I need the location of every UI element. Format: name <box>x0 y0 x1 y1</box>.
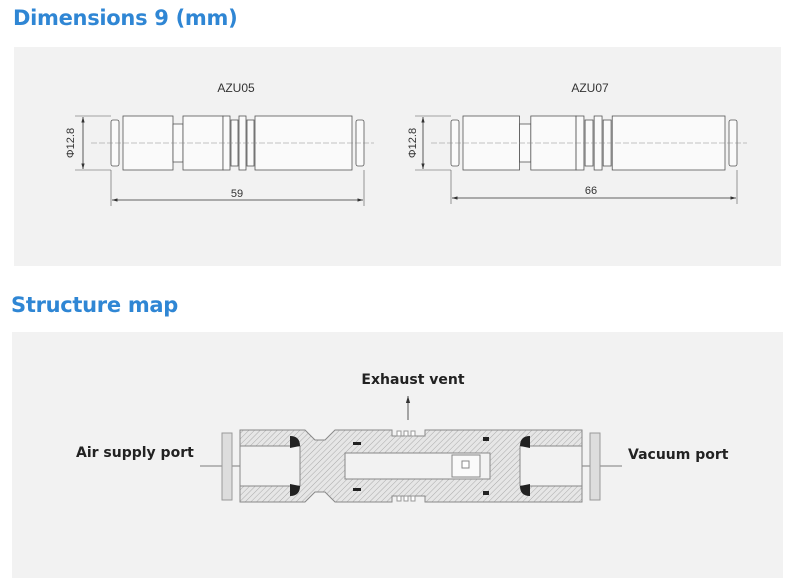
air-supply-port-label: Air supply port <box>76 445 194 461</box>
diameter-label: Φ12.8 <box>65 128 77 158</box>
fitting-azu05 <box>75 115 374 206</box>
model-label: AZU05 <box>217 81 255 95</box>
dimensions-heading: Dimensions 9 (mm) <box>13 6 238 30</box>
exhaust-vent-label: Exhaust vent <box>361 372 464 388</box>
fitting-azu07 <box>415 115 747 204</box>
diameter-label: Φ12.8 <box>407 128 419 158</box>
model-label: AZU07 <box>571 81 609 95</box>
cross-section-diagram <box>200 396 622 503</box>
length-label: 66 <box>585 185 597 197</box>
structure-heading: Structure map <box>11 293 179 317</box>
length-label: 59 <box>231 188 243 200</box>
vacuum-port-label: Vacuum port <box>628 447 729 463</box>
